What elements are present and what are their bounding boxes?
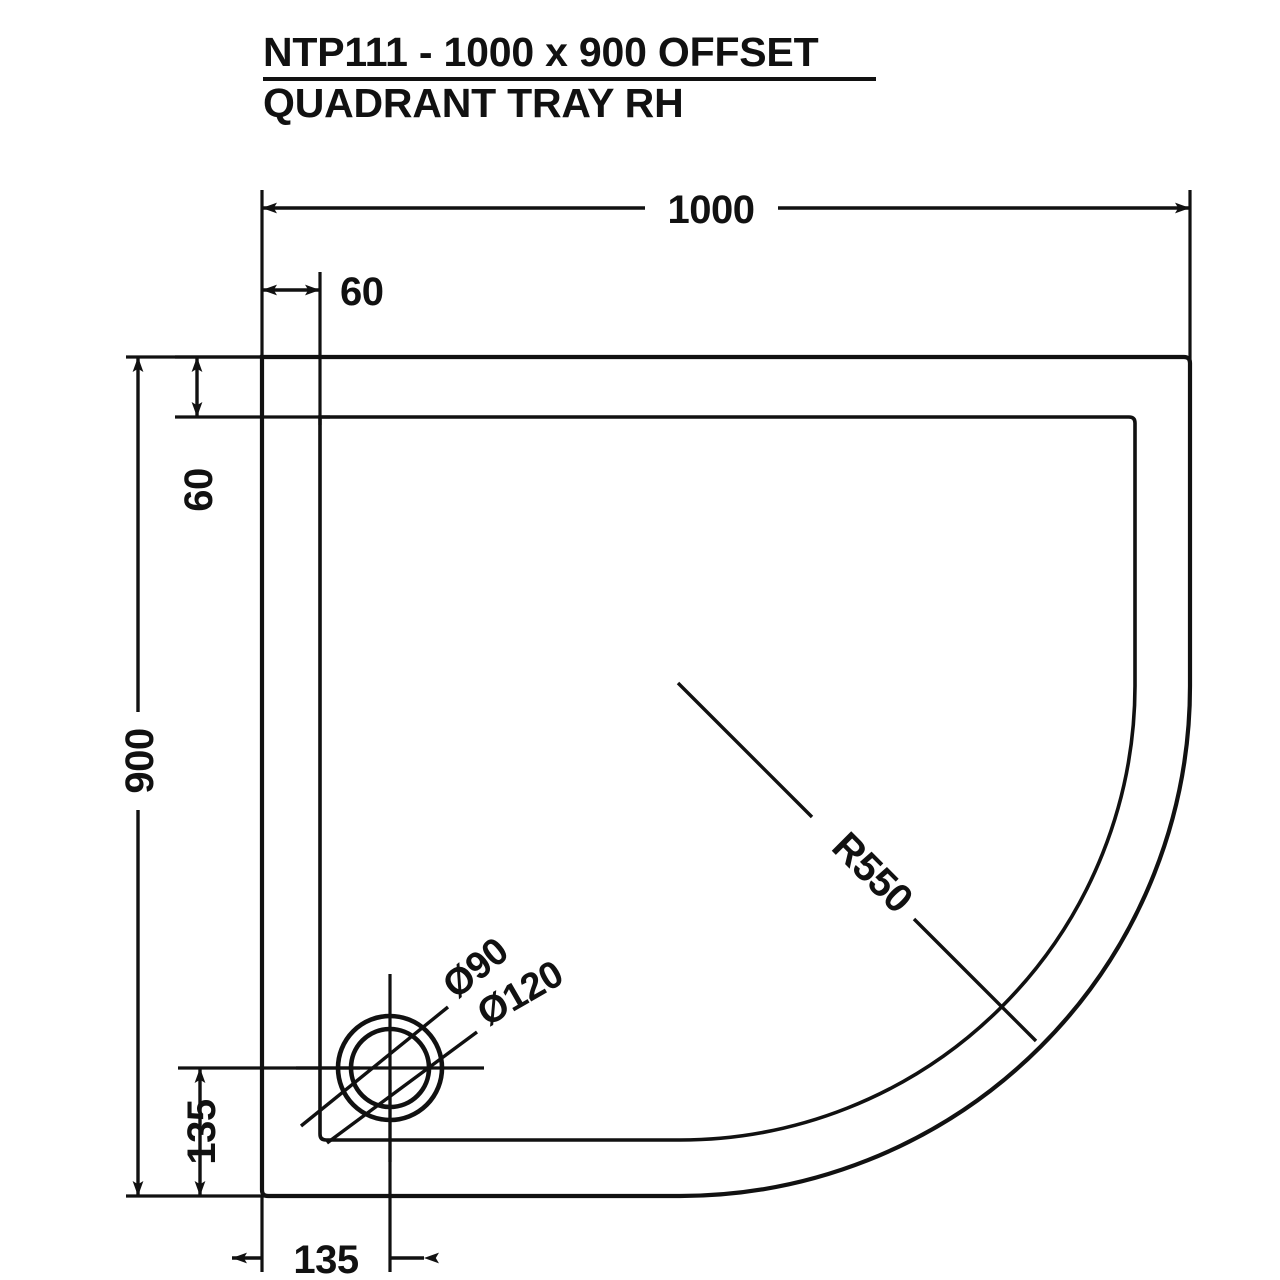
dimension-lip-top: 60	[262, 270, 384, 425]
title-line-1: NTP111 - 1000 x 900 OFFSET	[263, 29, 819, 75]
radius-line-lower	[912, 917, 1038, 1043]
radius-callout-r550: R550	[676, 681, 1038, 1043]
waste-outer-circle-120	[335, 1013, 445, 1123]
dim-label-corner-radius: R550	[824, 824, 921, 921]
tray-outer-outline	[259, 354, 1193, 1199]
dim-label-waste-offset-horizontal: 135	[293, 1238, 358, 1280]
radius-line-upper	[676, 681, 814, 819]
dim-label-lip-top: 60	[340, 270, 384, 314]
dim-label-waste-offset-vertical: 135	[180, 1099, 224, 1164]
tray-outer-profile	[259, 354, 1193, 1199]
dimension-lip-left: 60	[175, 355, 330, 512]
dimension-waste-offset-vertical: 135	[178, 1066, 360, 1196]
leader-line-diameter-90	[299, 1005, 450, 1128]
leader-line-diameter-120	[325, 1030, 479, 1145]
title-block: NTP111 - 1000 x 900 OFFSET QUADRANT TRAY…	[263, 29, 876, 126]
tray-inner-profile	[318, 415, 1137, 1142]
dim-label-lip-left: 60	[177, 468, 221, 512]
dimension-overall-width: 1000	[260, 188, 1192, 370]
title-line-2: QUADRANT TRAY RH	[263, 80, 684, 126]
tray-inner-outline	[318, 415, 1137, 1142]
waste-hole-detail: Ø90 Ø120	[296, 930, 570, 1162]
dim-label-overall-width: 1000	[668, 188, 755, 232]
dim-label-overall-height: 900	[118, 728, 162, 793]
dimension-overall-height: 900	[118, 355, 270, 1198]
